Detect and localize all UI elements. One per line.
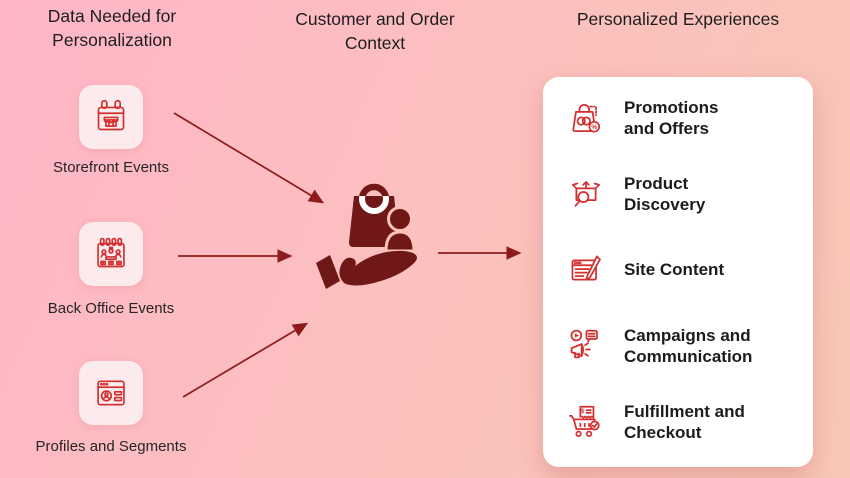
- promotions-offers-label: Promotions and Offers: [624, 98, 719, 139]
- profiles-segments-label: Profiles and Segments: [35, 438, 187, 455]
- campaigns-communication-row: Campaigns and Communication: [565, 325, 799, 368]
- product-discovery-row: Product Discovery: [565, 173, 799, 216]
- back-office-events-tile: [79, 222, 143, 286]
- back-office-calendar-icon: [97, 237, 125, 268]
- fulfillment-checkout-row: $ Fulfillment and Checkout: [565, 401, 799, 444]
- product-discovery-label: Product Discovery: [624, 174, 706, 215]
- svg-text:%: %: [591, 124, 597, 131]
- storefront-calendar-icon: [97, 99, 125, 131]
- personalized-experiences-card: % Promotions and Offers Product Discover…: [543, 77, 813, 467]
- left-column-title: Data Needed for Personalization: [47, 6, 177, 50]
- hand-holding-customer-order-icon: [316, 183, 417, 289]
- site-content-icon: [565, 249, 607, 291]
- arrow-profiles-to-center: [182, 322, 309, 398]
- campaigns-communication-icon: [565, 325, 607, 367]
- center-column-title: Customer and Order Context: [295, 9, 455, 53]
- campaigns-communication-label: Campaigns and Communication: [624, 325, 753, 366]
- promotions-offers-row: % Promotions and Offers: [565, 97, 799, 140]
- site-content-row: Site Content: [565, 249, 799, 291]
- storefront-events-tile: [79, 85, 143, 149]
- profiles-segments-tile: [79, 361, 143, 425]
- right-column-title: Personalized Experiences: [576, 9, 780, 29]
- fulfillment-checkout-icon: $: [565, 401, 607, 443]
- fulfillment-checkout-label: Fulfillment and Checkout: [624, 401, 745, 442]
- svg-text:$: $: [581, 408, 585, 415]
- site-content-label: Site Content: [624, 260, 725, 280]
- product-discovery-icon: [565, 173, 607, 215]
- profiles-window-icon: [97, 380, 125, 406]
- arrow-storefront-to-center: [173, 112, 325, 204]
- storefront-events-label: Storefront Events: [53, 159, 169, 176]
- back-office-events-label: Back Office Events: [47, 300, 175, 317]
- promotions-offers-icon: %: [565, 97, 607, 139]
